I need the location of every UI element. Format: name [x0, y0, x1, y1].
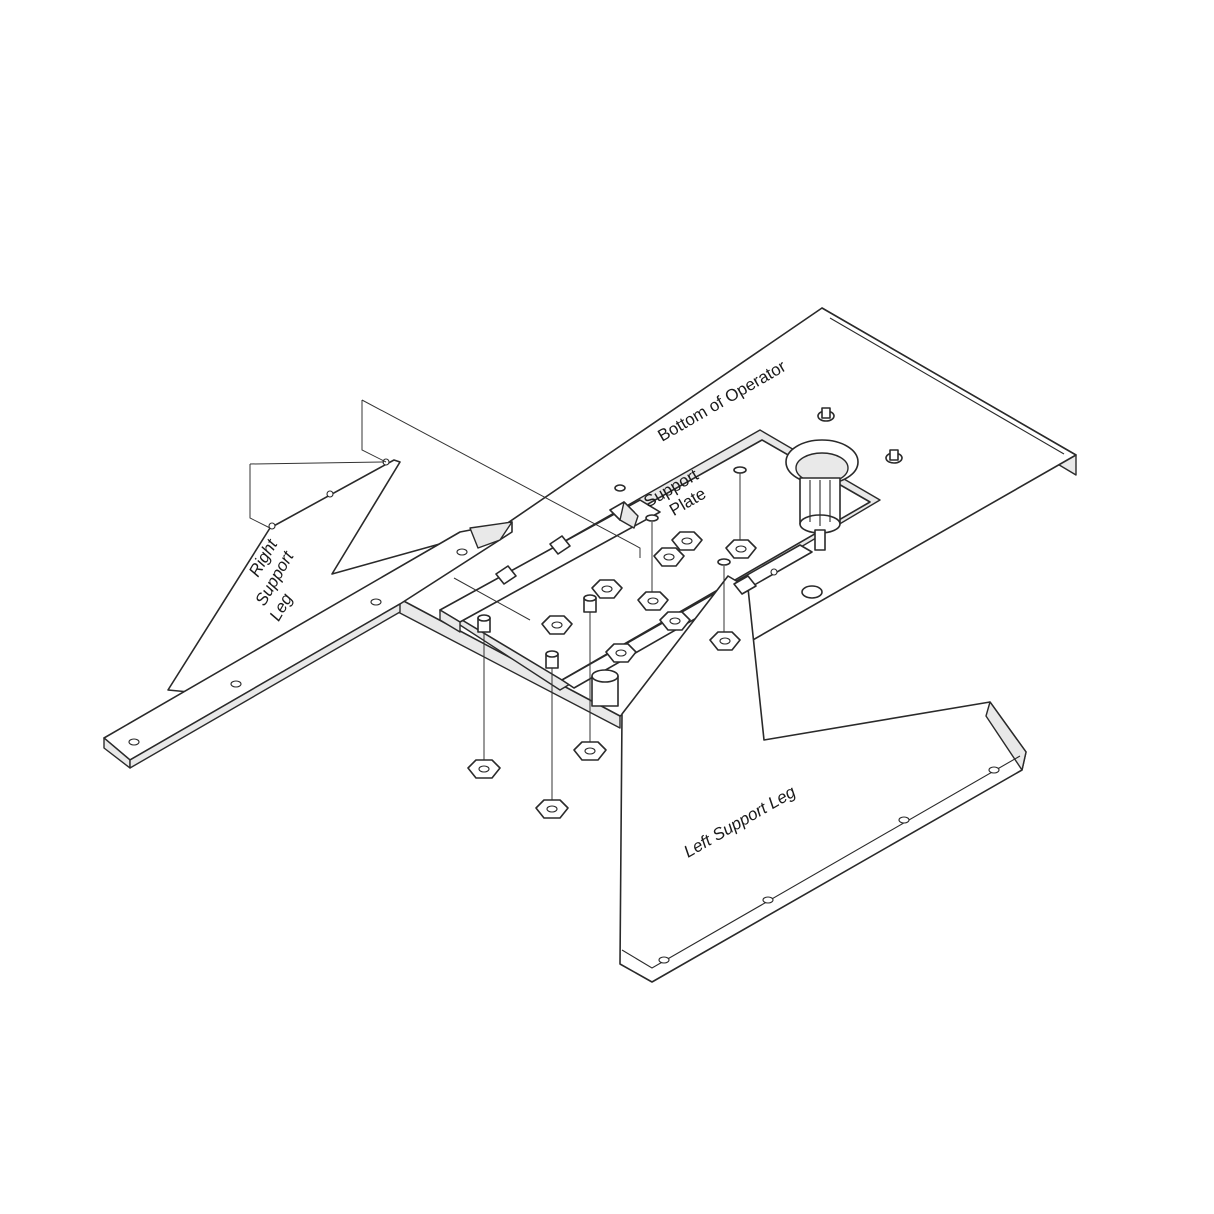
stud — [801, 585, 823, 599]
right-leg-hole — [326, 490, 334, 498]
nut — [591, 579, 623, 599]
spacer — [609, 501, 639, 529]
left-leg-hole — [770, 568, 778, 576]
hardware — [467, 466, 757, 819]
nut — [467, 759, 501, 779]
left-leg-hole — [898, 816, 910, 824]
nut — [653, 547, 685, 567]
stud — [885, 449, 903, 464]
nut — [535, 799, 569, 819]
stud — [614, 484, 626, 492]
right-leg-foot-side — [129, 603, 401, 769]
spacer — [733, 575, 757, 595]
left-leg-hole — [762, 896, 774, 904]
nut — [659, 611, 691, 631]
operator-rim-line — [829, 317, 1065, 455]
spacer — [495, 565, 517, 585]
post — [591, 669, 619, 707]
washer — [733, 466, 747, 474]
left-leg-panel — [619, 575, 1027, 983]
nut — [709, 631, 741, 651]
left-leg-flange — [985, 701, 1027, 771]
alignment-guides — [249, 399, 641, 621]
right-support-leg — [103, 458, 513, 769]
left-leg-fold — [621, 755, 1021, 969]
nut — [541, 615, 573, 635]
guide-line — [249, 464, 271, 529]
bolt — [477, 614, 491, 633]
guide-line — [453, 577, 531, 621]
right-leg-hole — [230, 680, 242, 688]
washer — [645, 514, 659, 522]
left-leg-hole — [658, 956, 670, 964]
right-leg-foot-notch — [469, 521, 513, 549]
coupling-pin — [814, 529, 826, 551]
bolt — [545, 650, 559, 669]
nut — [725, 539, 757, 559]
nut — [671, 531, 703, 551]
stud — [817, 407, 835, 422]
nut — [637, 591, 669, 611]
guide-line — [249, 461, 385, 465]
spacer — [549, 535, 571, 555]
right-leg-hole — [370, 598, 382, 606]
washer — [717, 558, 731, 566]
operator-studs — [614, 407, 903, 599]
bolt — [583, 594, 597, 613]
nut — [605, 643, 637, 663]
left-leg-hole — [988, 766, 1000, 774]
right-leg-hole — [268, 522, 276, 530]
support-plate-edge — [439, 609, 461, 633]
right-leg-hole — [128, 738, 140, 746]
drive-coupling — [785, 439, 859, 551]
guide-line — [361, 400, 387, 463]
guide-line — [361, 399, 641, 558]
right-leg-hole — [456, 548, 468, 556]
nut — [573, 741, 607, 761]
